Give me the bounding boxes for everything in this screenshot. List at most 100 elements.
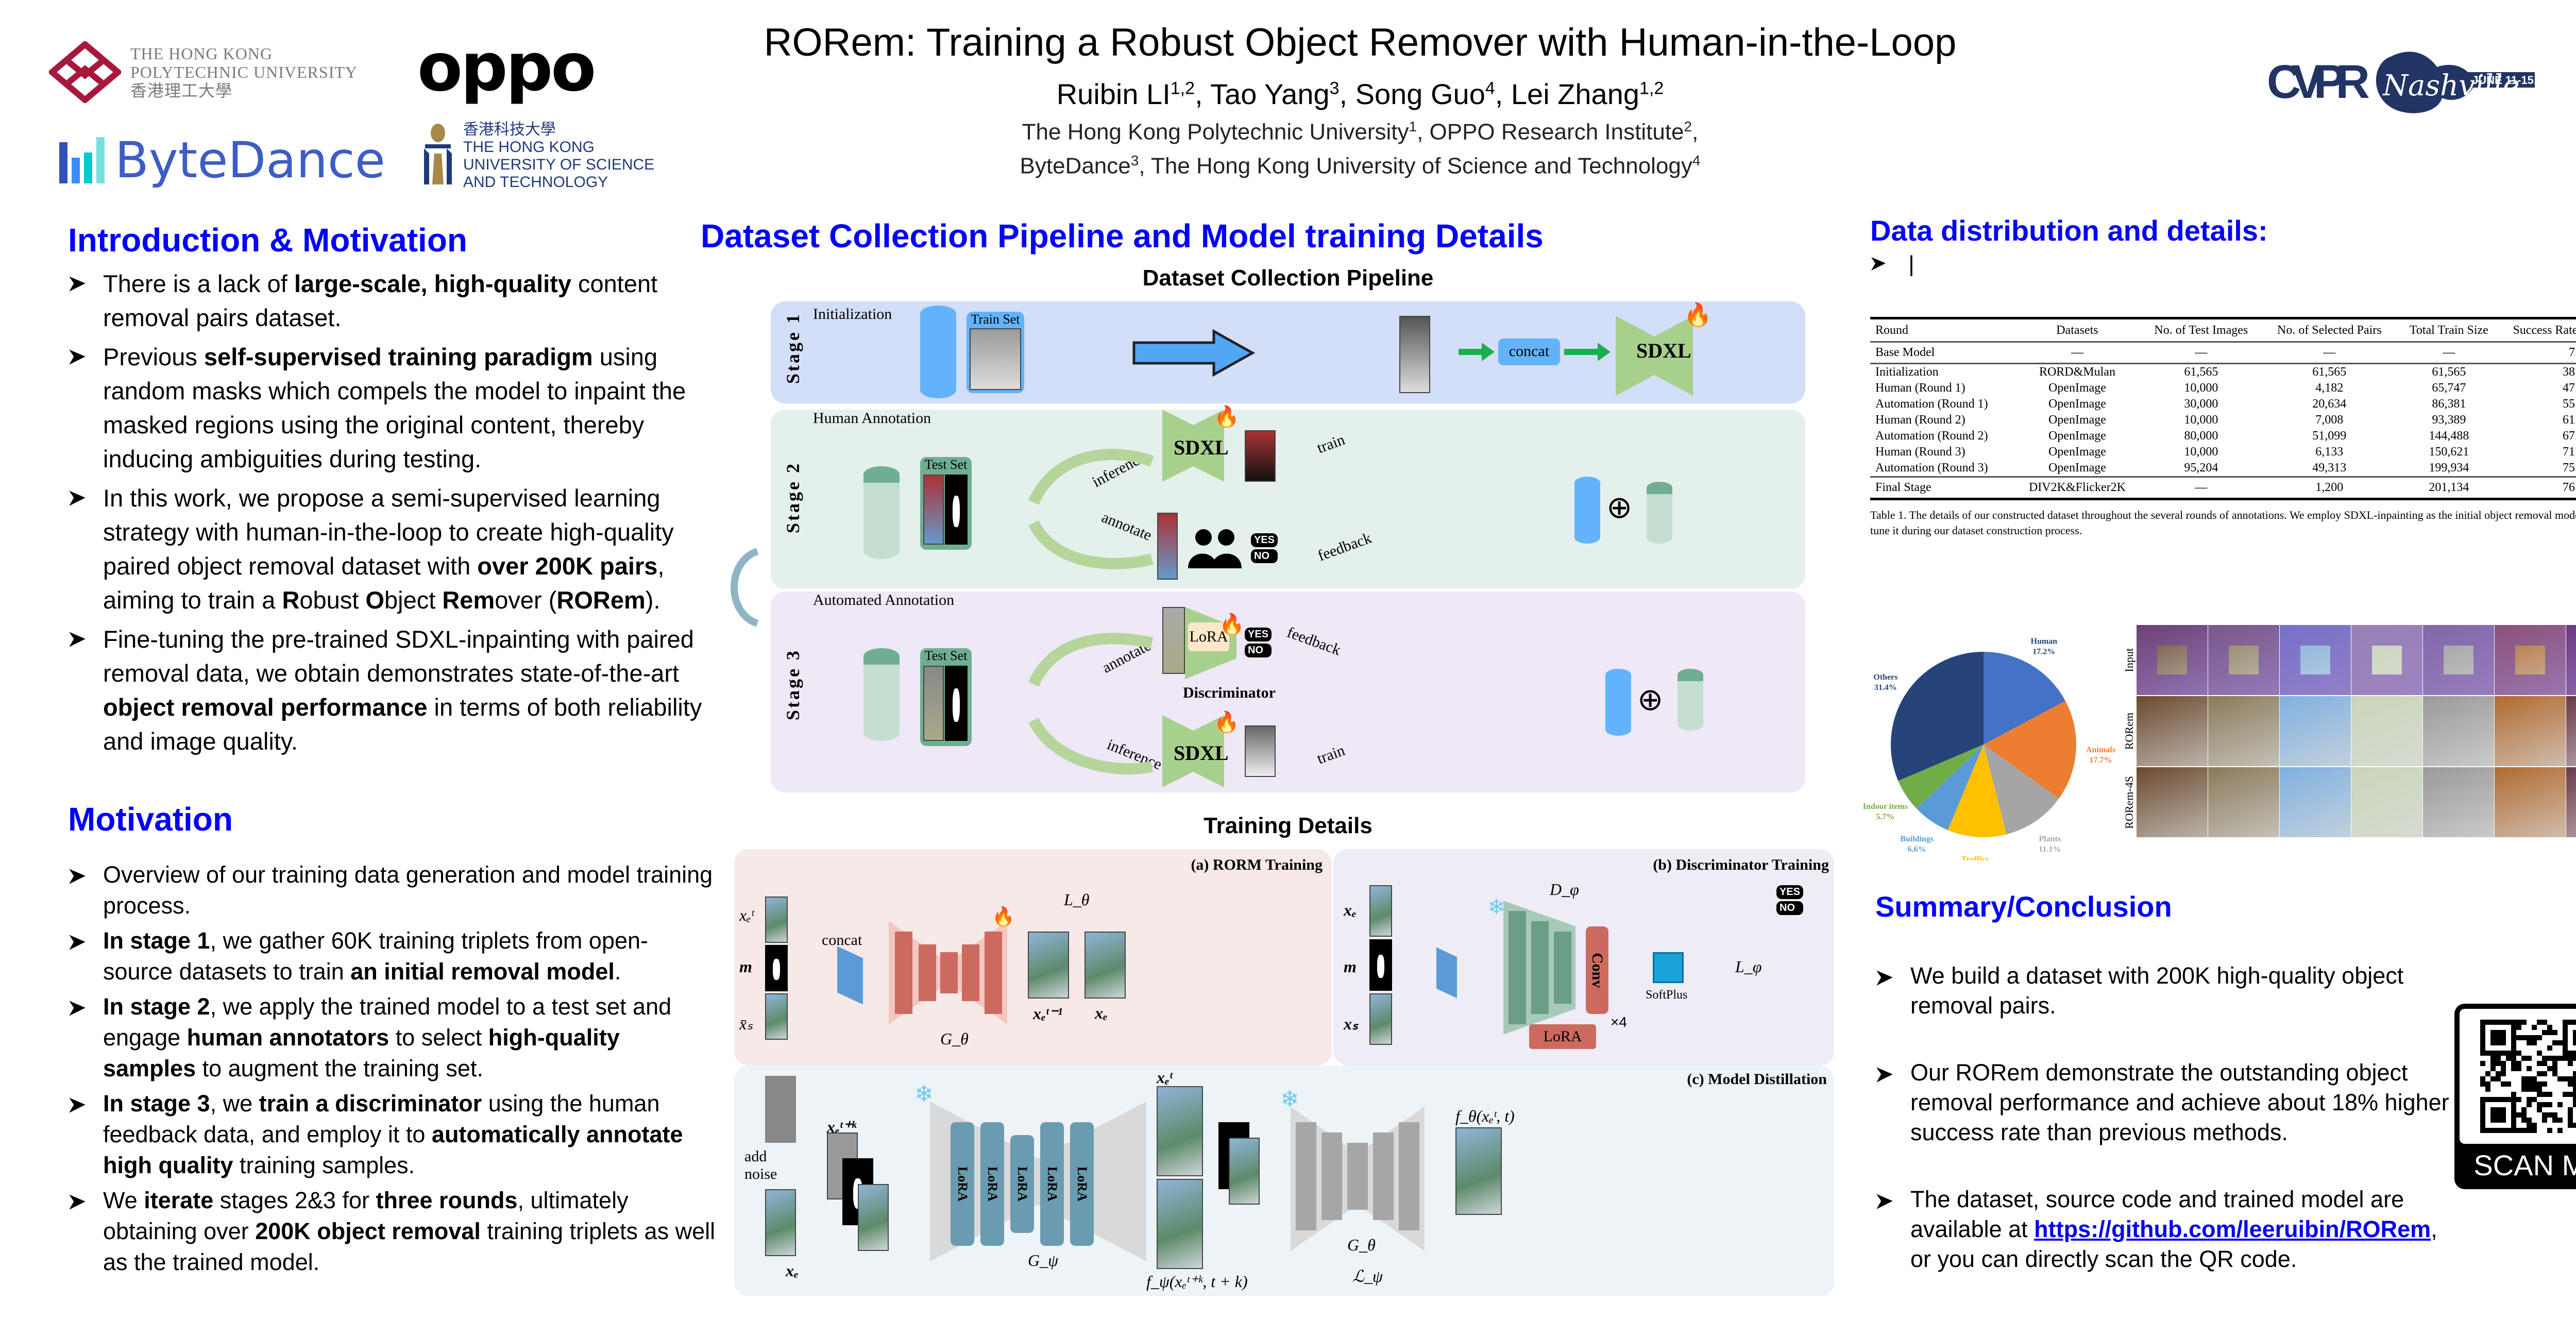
scan-me-label: SCAN ME: [2473, 1149, 2576, 1181]
big-arrow-icon: [1132, 329, 1255, 377]
affiliation-line-1: The Hong Kong Polytechnic University1, O…: [1022, 119, 1699, 145]
stage3-panel: Stage 3 Automated Annotation Test Set an…: [771, 591, 1805, 792]
mask-image: [1369, 939, 1392, 991]
encoder-block-icon: [1436, 947, 1457, 999]
fire-icon: 🔥: [1219, 613, 1245, 636]
fire-icon: 🔥: [1684, 302, 1712, 328]
target-image: [1084, 932, 1126, 999]
plus-icon: ⊕: [1637, 682, 1664, 717]
lora-column: LoRA: [980, 1122, 1004, 1246]
intro-heading: Introduction & Motivation: [68, 222, 467, 259]
comparison-image: [2495, 767, 2566, 837]
cvpr-logo: CVPR Nashville JUNE 11-15, 2025: [2267, 46, 2565, 121]
lora-column: LoRA: [1010, 1135, 1034, 1233]
snowflake-icon: ❄: [1280, 1087, 1299, 1112]
generator-label: G_θ: [940, 1029, 969, 1048]
hkust-line4: AND TECHNOLOGY: [463, 174, 608, 191]
distill-loss-label: ℒ_ψ: [1352, 1267, 1383, 1286]
lora-column: LoRA: [951, 1122, 974, 1246]
bytedance-bars-icon: [59, 137, 105, 183]
discriminator-input-image: [1162, 607, 1185, 674]
bytedance-wordmark: ByteDance: [115, 131, 385, 189]
concat-box: concat: [1498, 339, 1560, 365]
fire-icon: 🔥: [992, 906, 1015, 927]
train-set-image: [970, 328, 1021, 390]
clean-image: [765, 1189, 796, 1256]
data-bullet: |: [1870, 251, 1914, 277]
table-cell: 10,000: [2184, 381, 2218, 395]
sdxl-model-icon: [1162, 715, 1224, 787]
green-arrow-icon: [1459, 343, 1495, 361]
pie-value-label: 5.7%: [1876, 813, 1894, 821]
hkust-logo: 香港科技大學 THE HONG KONG UNIVERSITY OF SCIEN…: [420, 121, 654, 191]
pie-value-label: 6.6%: [1908, 845, 1926, 854]
motivation-section: Motivation Overview of our training data…: [68, 800, 717, 1282]
stage3-name: Automated Annotation: [813, 591, 955, 608]
gpsi-label: G_ψ: [1028, 1251, 1058, 1270]
output-image: [1028, 932, 1069, 999]
train-db-icon: [1605, 669, 1631, 736]
table-cell: 10,000: [2184, 413, 2218, 427]
bullet-item: There is a lack of large-scale, high-qua…: [68, 267, 707, 335]
softplus-icon: [1653, 952, 1684, 983]
mask-image: [765, 945, 788, 991]
column-header: Round: [1875, 324, 1909, 337]
input-m-label: m: [1344, 957, 1357, 976]
lora-column: LoRA: [1040, 1122, 1064, 1246]
pie-value-label: 31.4%: [1874, 683, 1897, 692]
test-image: [923, 475, 944, 545]
hkust-line2: THE HONG KONG: [463, 139, 595, 156]
stage1-name: Initialization: [813, 306, 892, 323]
pie-slice-others: [1891, 652, 1984, 781]
repeat-label: ×4: [1611, 1014, 1627, 1030]
stage2-name: Human Annotation: [813, 410, 931, 427]
stage2-sdxl-label: SDXL: [1174, 436, 1229, 459]
table-cell: 7,008: [2315, 413, 2344, 427]
pipeline-title: Dataset Collection Pipeline: [1142, 265, 1434, 291]
pie-value-label: 11.1%: [2039, 845, 2061, 854]
qr-code-card[interactable]: SCAN ME: [2454, 1004, 2576, 1189]
hkust-line3: UNIVERSITY OF SCIENCE: [463, 156, 655, 173]
pie-value-label: 17.2%: [2032, 647, 2055, 656]
comparison-image: [2566, 767, 2576, 837]
xe-label: xₑ: [786, 1261, 799, 1280]
github-link[interactable]: https://github.com/leeruibin/RORem: [2034, 1216, 2431, 1242]
table-cell: Automation (Round 2): [1875, 429, 1988, 443]
sdxl-model-icon: [1616, 316, 1693, 396]
table-cell: 86,381: [2432, 397, 2466, 411]
author: Ruibin LI1,2: [1056, 77, 1195, 110]
comparison-row: Input: [2123, 624, 2576, 696]
loss-label: L_θ: [1064, 890, 1090, 909]
discriminator-label: D_φ: [1550, 880, 1579, 899]
comparison-image: [2351, 767, 2422, 837]
table-cell: —: [2323, 346, 2336, 359]
pie-slice-buildings: [1916, 745, 1984, 831]
xt-image: [1157, 1086, 1203, 1176]
comparison-image: [2566, 625, 2576, 695]
table-cell: 49,313: [2312, 461, 2347, 475]
table-cell: Initialization: [1875, 365, 1939, 379]
loss-label: L_φ: [1735, 957, 1762, 976]
stage1-sdxl-label: SDXL: [1636, 339, 1691, 362]
bullet-item: In stage 1, we gather 60K training tripl…: [68, 925, 717, 987]
bullet-item: Overview of our training data generation…: [68, 859, 717, 921]
bullet-arrow-icon: [69, 632, 86, 647]
green-arrow-icon: [1564, 343, 1611, 361]
table-cell: OpenImage: [2048, 397, 2106, 411]
comparison-image: [2208, 767, 2279, 837]
bullet-item: We build a dataset with 200K high-qualit…: [1875, 961, 2458, 1021]
data-heading: Data distribution and details:: [1870, 214, 2268, 247]
bullet-arrow-icon: [69, 349, 86, 365]
distribution-pie-chart: Human17.2%Animals17.7%Plants11.1%Traffic…: [1863, 637, 2115, 860]
test-set-card: Test Set: [920, 648, 972, 746]
xt-label: xₑᵗ: [1157, 1068, 1173, 1087]
comparison-image: [2280, 625, 2351, 695]
comparison-image: [2208, 625, 2279, 695]
stage3-label: Stage 3: [783, 649, 803, 720]
sdxl-model-icon: [1162, 410, 1224, 482]
teacher-unet-icon: [1291, 1107, 1425, 1251]
comparison-image: [2423, 767, 2494, 837]
